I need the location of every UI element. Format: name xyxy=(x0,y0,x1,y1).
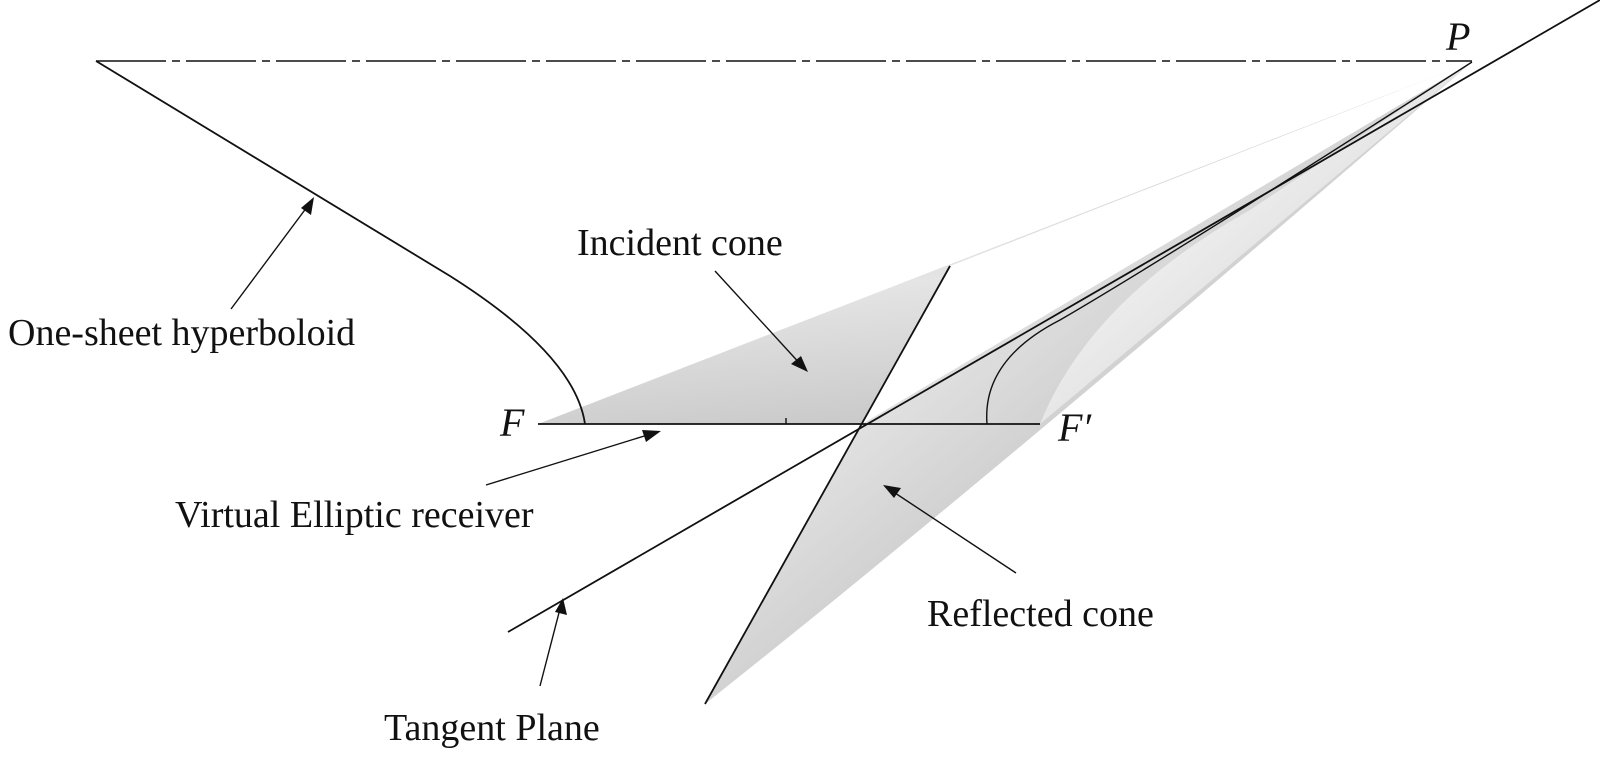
point-F-prime-label: F′ xyxy=(1057,405,1092,450)
reflected-cone-label: Reflected cone xyxy=(927,593,1154,635)
arrow-incident-cone xyxy=(714,270,808,372)
tangent-plane-label: Tangent Plane xyxy=(384,707,600,749)
receiver-label: Virtual Elliptic receiver xyxy=(175,494,534,536)
hyperboloid-curve-right xyxy=(986,61,1473,425)
tangent-plane-line xyxy=(507,0,1600,633)
normal-line xyxy=(704,265,951,705)
hyperboloid-label: One-sheet hyperboloid xyxy=(8,312,355,354)
point-F-label: F xyxy=(499,400,525,445)
arrow-hyperboloid xyxy=(230,197,314,310)
incident-cone-label: Incident cone xyxy=(577,222,783,264)
point-P-label: P xyxy=(1445,14,1470,59)
reflected-cone-sheen xyxy=(1040,62,1472,424)
arrow-receiver xyxy=(485,430,661,486)
arrow-tangent-plane xyxy=(539,598,567,687)
arrow-reflected-cone xyxy=(883,485,1017,574)
hyperboloid-curve-left xyxy=(95,60,586,425)
